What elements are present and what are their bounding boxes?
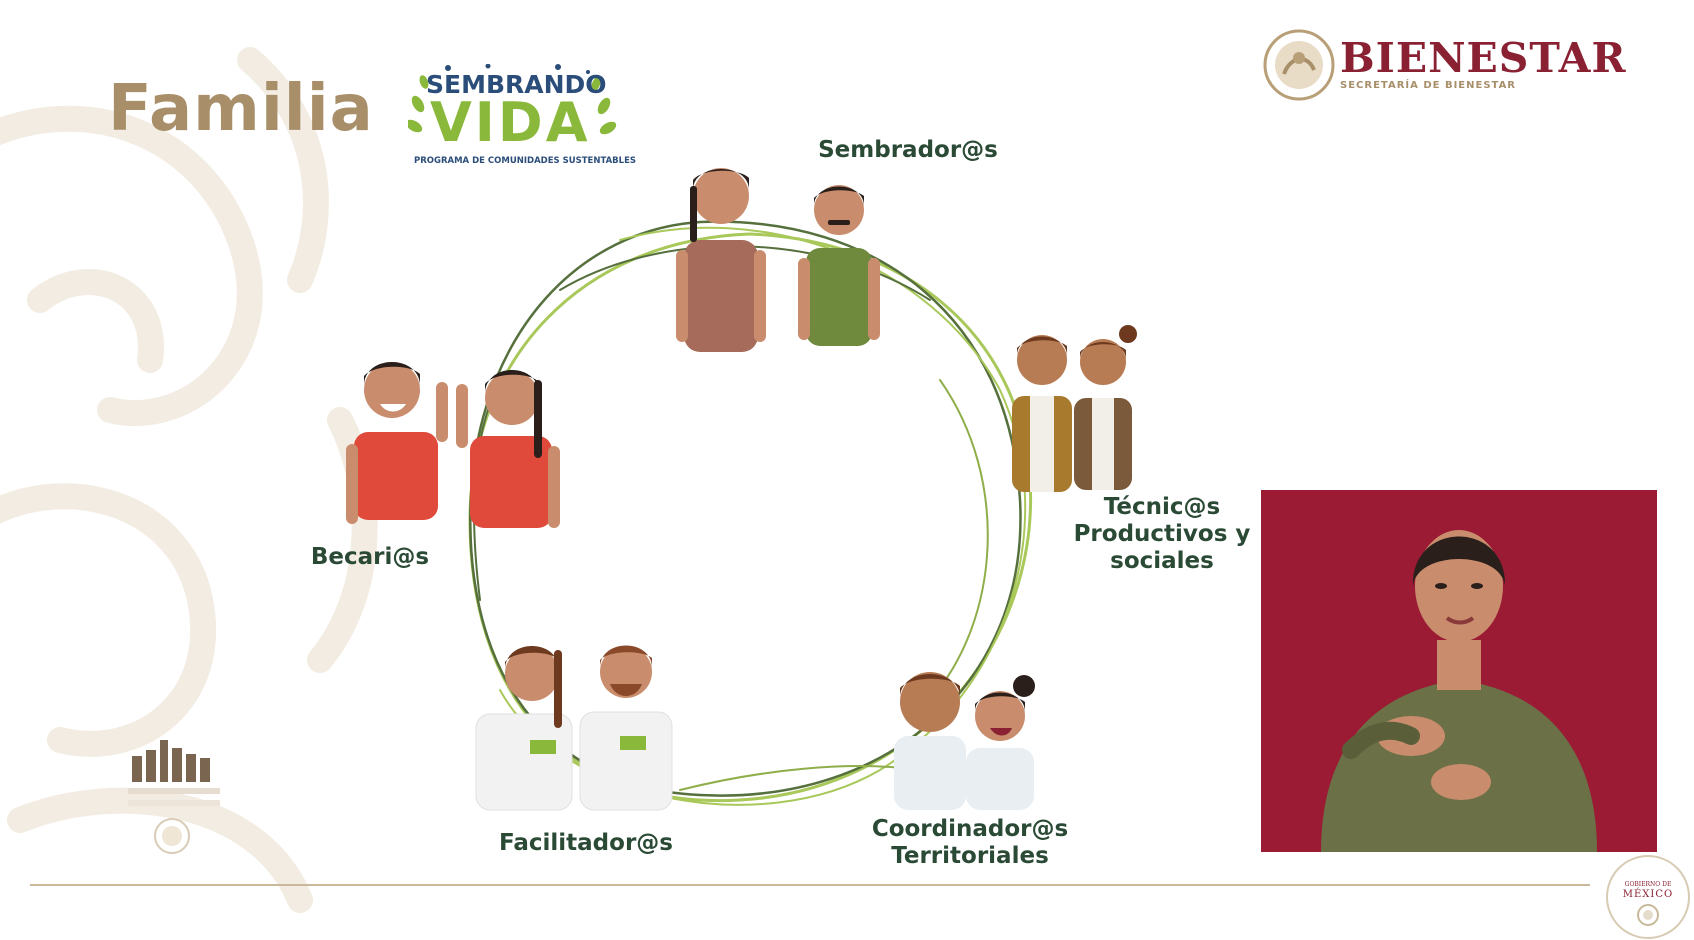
ministry-subtitle: SECRETARÍA DE BIENESTAR [1340,80,1517,91]
coordinadores-figures [894,672,1035,810]
node-label-line: Territoriales [891,843,1049,869]
government-badge-line1: GOBIERNO DE [1624,881,1672,888]
logo-text-sembrando: SEMBRANDO [426,70,607,99]
tecnicos-figures [1012,325,1137,492]
slide-title: Familia [108,72,374,146]
small-seal-icon [1637,904,1659,926]
node-label-line: Coordinador@s [871,816,1069,842]
footer-divider [30,884,1590,886]
government-badge: GOBIERNO DE MÉXICO [1606,855,1690,939]
logo-text-vida: VIDA [430,91,591,154]
node-label-facilitadores: Facilitador@s [476,830,696,857]
sembradores-figures [676,168,880,352]
ministry-name: BIENESTAR [1340,34,1627,82]
facilitadores-figures [475,645,673,811]
node-label-line: Sembrador@s [818,137,998,163]
becarios-figures [346,362,560,528]
sign-language-interpreter-video [1261,490,1657,852]
node-label-tecnicos: Técnic@s Productivos y sociales [1054,494,1270,575]
heroes-monument-icon [128,740,220,854]
logo-text-program: PROGRAMA DE COMUNIDADES SUSTENTABLES [414,156,637,166]
interpreter-figure [1321,530,1597,852]
node-label-coordinadores: Coordinador@s Territoriales [850,816,1090,870]
node-label-line: Técnic@s [1103,494,1221,520]
national-seal-icon [1263,29,1335,101]
node-label-line: sociales [1110,548,1214,574]
node-label-becarios: Becari@s [280,544,460,571]
government-badge-line2: MÉXICO [1622,889,1674,900]
sembrando-vida-logo: SEMBRANDO VIDA PROGRAMA DE COMUNIDADES S… [408,64,636,176]
node-label-line: Facilitador@s [499,830,673,856]
node-label-line: Becari@s [310,544,430,570]
leaf-decoration-icon [408,64,617,135]
node-label-sembradores: Sembrador@s [788,137,1028,164]
node-label-line: Productivos y [1073,521,1251,547]
